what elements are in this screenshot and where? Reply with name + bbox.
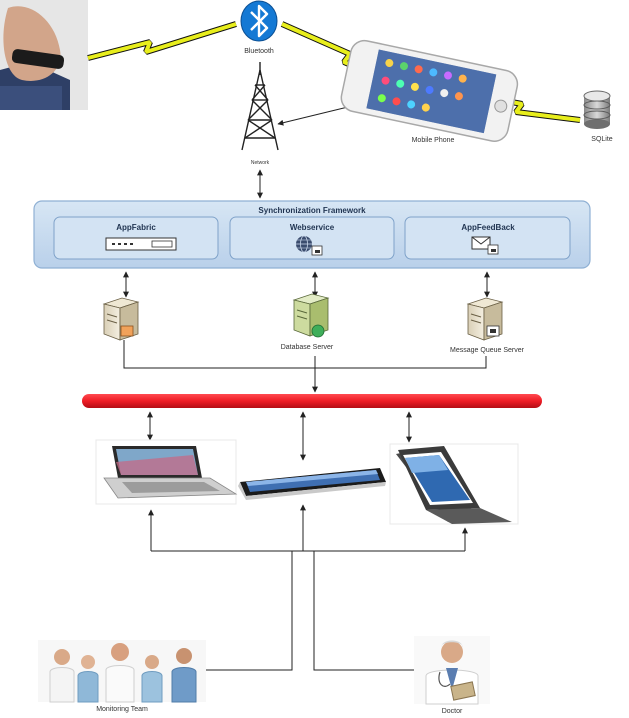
servers-bus-connector [123, 340, 487, 393]
bluetooth-icon [240, 0, 278, 42]
database-server-label: Database Server [281, 344, 334, 351]
mobile-phone-label: Mobile Phone [412, 137, 455, 144]
tablet-image [238, 468, 386, 500]
network-tower-icon [241, 62, 279, 151]
appfeedback-label: AppFeedBack [461, 223, 515, 232]
mobile-phone-image [340, 39, 519, 142]
sqlite-label: SQLite [591, 136, 613, 143]
red-message-bus [82, 394, 542, 408]
doctor-image [414, 636, 490, 705]
globe-icon [296, 235, 323, 256]
webservice-label: Webservice [290, 223, 335, 232]
appfabric-server-icon [102, 297, 140, 341]
tower-phone-connector [277, 104, 353, 126]
tablet-case-image [389, 443, 519, 525]
users-devices-connector [148, 504, 468, 671]
laptop-image [95, 439, 238, 505]
appfabric-device-icon [105, 237, 177, 251]
wristband-image [0, 0, 88, 110]
webservice-box [229, 216, 395, 260]
bluetooth-label: Bluetooth [244, 48, 274, 55]
network-label: Network [251, 160, 270, 166]
database-server-icon [292, 293, 330, 338]
appfabric-label: AppFabric [116, 223, 156, 232]
message-queue-server-label: Message Queue Server [450, 347, 525, 354]
monitoring-team-label: Monitoring Team [96, 706, 148, 713]
sync-framework-title: Synchronization Framework [258, 206, 366, 215]
sqlite-database-icon [583, 90, 611, 129]
monitoring-team-image [38, 640, 206, 703]
message-queue-server-icon [466, 297, 504, 341]
doctor-label: Doctor [442, 708, 463, 715]
envelope-icon [471, 236, 499, 255]
wireless-link-left [87, 21, 237, 61]
